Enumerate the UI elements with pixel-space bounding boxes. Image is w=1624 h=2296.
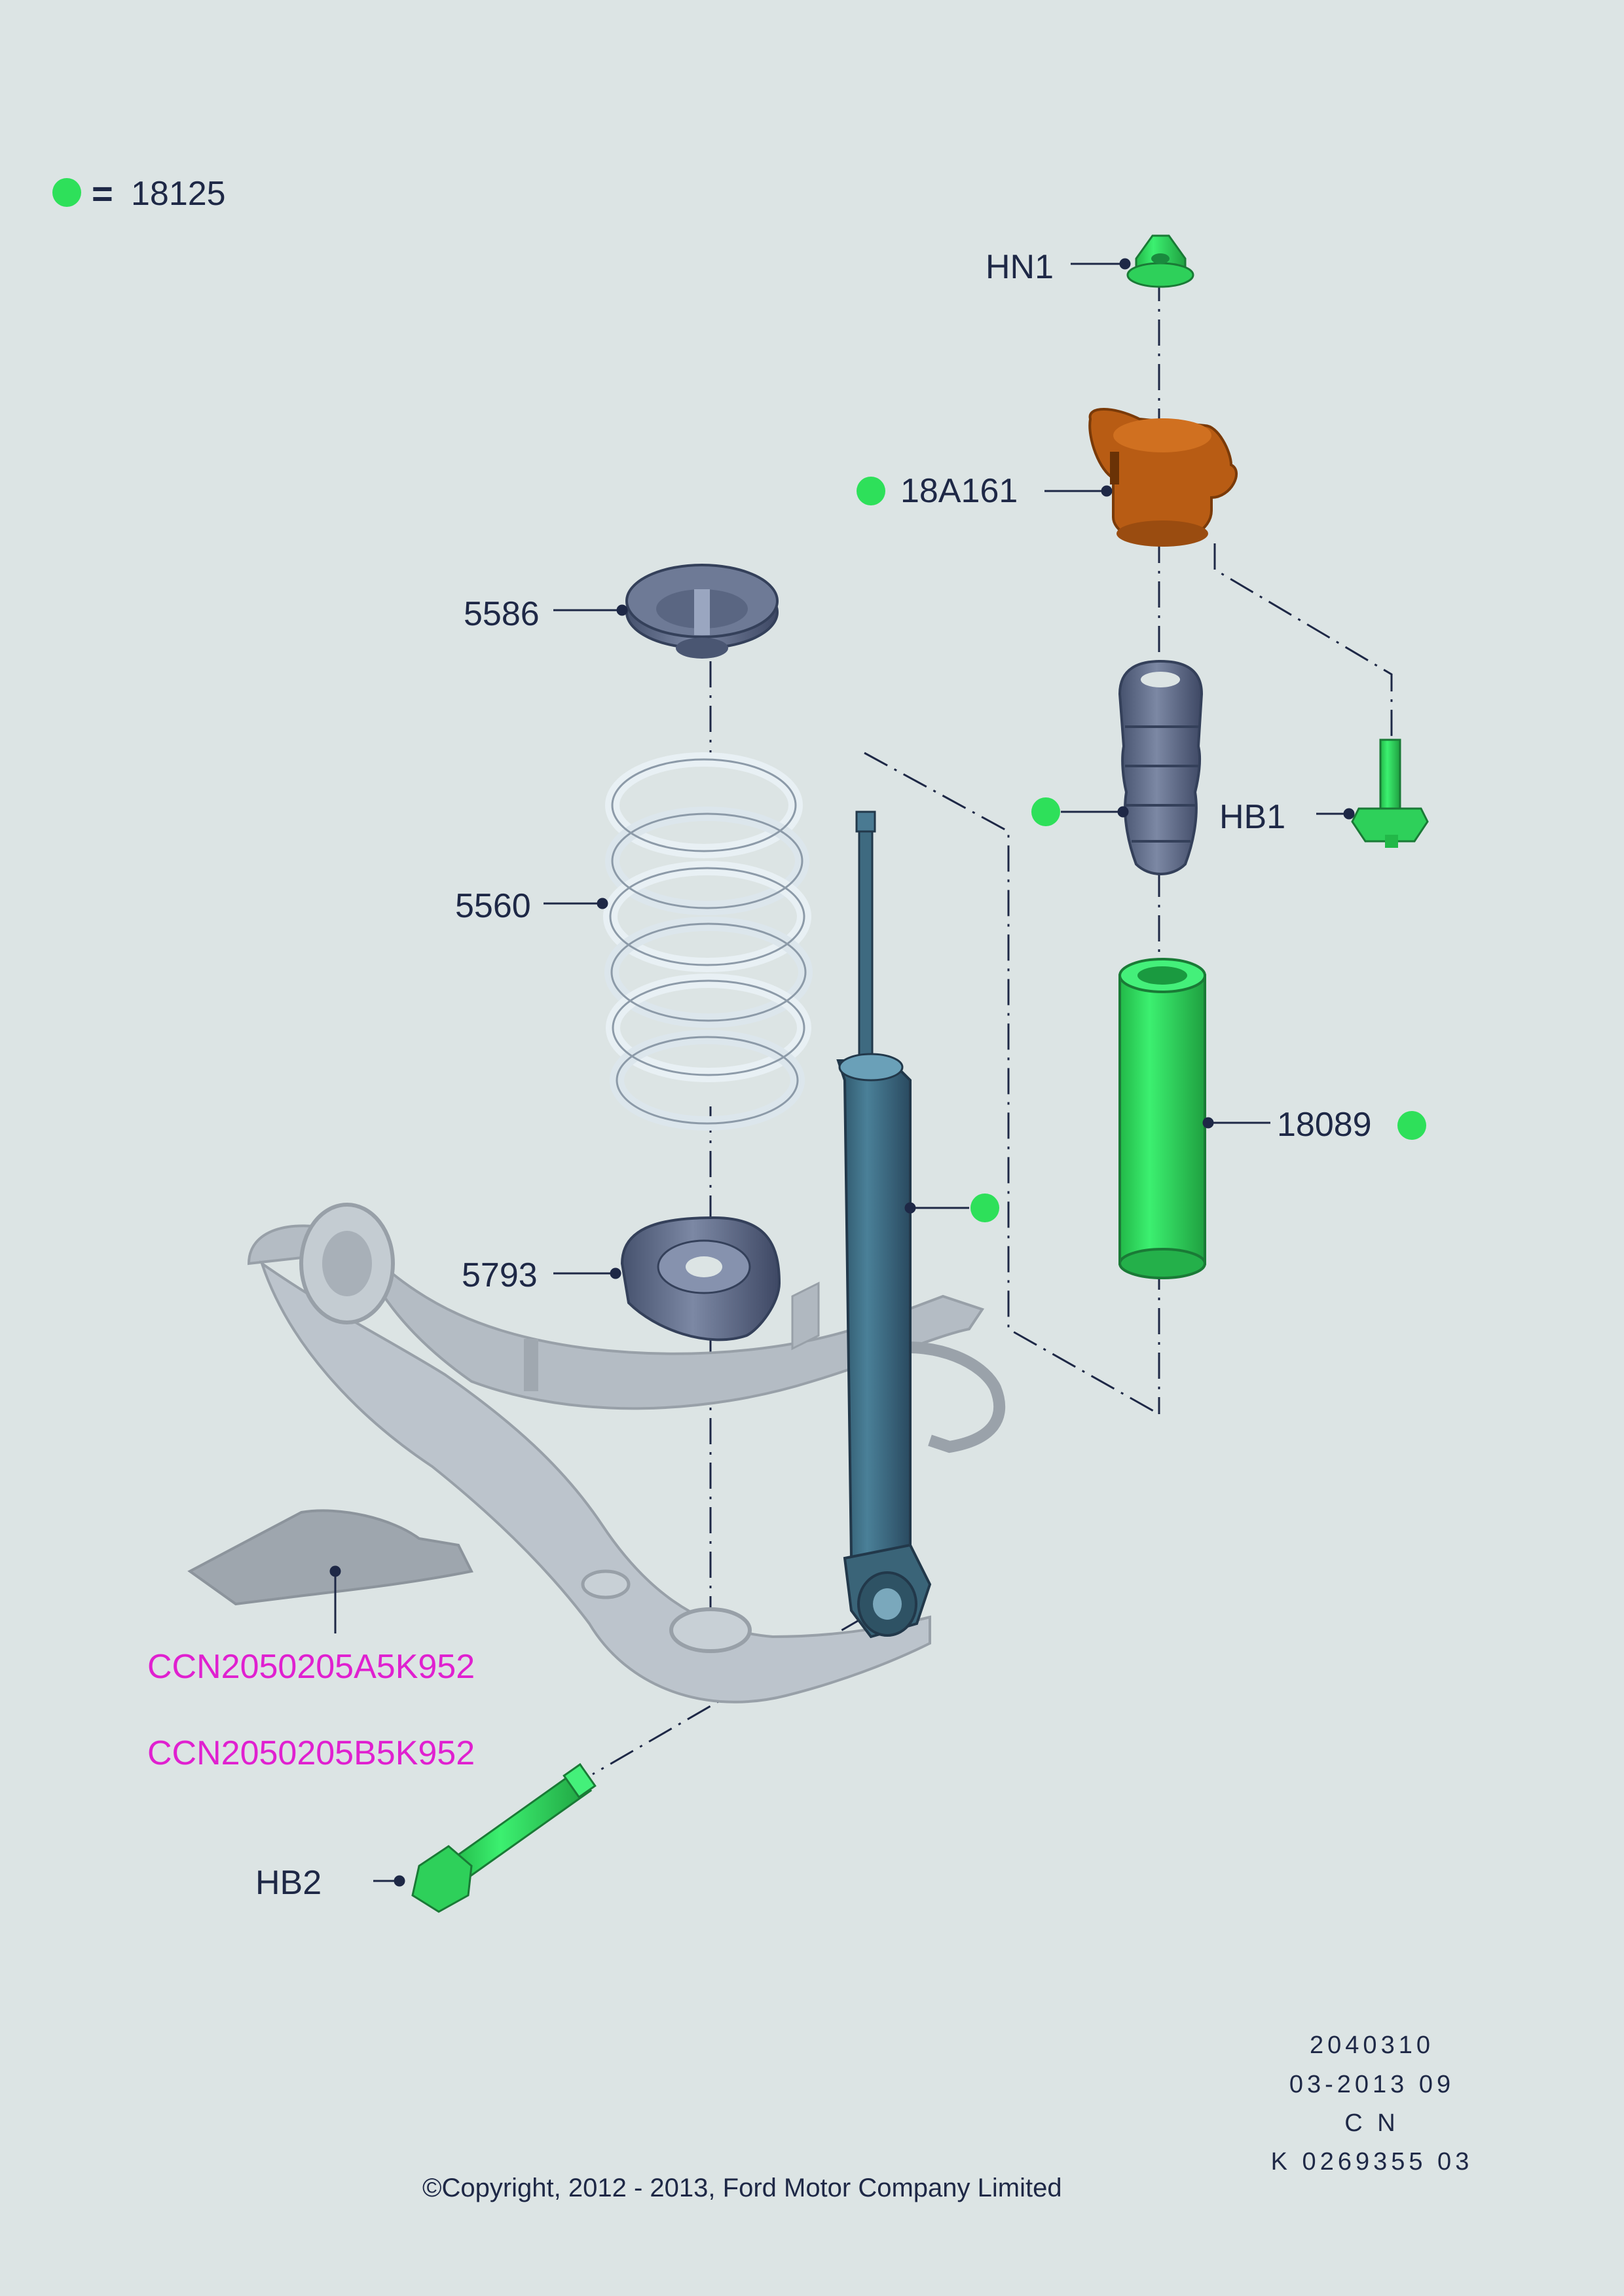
variant-arm-b[interactable]: CCN2050205B5K952: [147, 1734, 475, 1772]
legend-green-dot-icon: [52, 178, 81, 207]
bolt-hb2-graphic: [411, 1762, 597, 1913]
top-mount-graphic: [1088, 408, 1238, 547]
info-line-2: 03-2013 09: [1289, 2071, 1455, 2098]
callout-5560[interactable]: 5560: [455, 887, 531, 925]
callout-5793[interactable]: 5793: [462, 1256, 538, 1294]
lower-arm-graphic: [187, 1203, 1006, 1704]
callout-5586[interactable]: 5586: [464, 595, 540, 633]
callout-hb1[interactable]: HB1: [1219, 798, 1286, 836]
green-dot-boot-icon: [1397, 1111, 1426, 1140]
leader-lines: [329, 258, 1355, 1887]
coil-spring-graphic: [603, 752, 813, 1131]
upper-spring-seat-graphic: [625, 564, 779, 659]
legend-part-number[interactable]: 18125: [131, 175, 226, 213]
info-line-1: 2040310: [1310, 2032, 1434, 2059]
green-dot-shock-icon[interactable]: [970, 1194, 999, 1222]
dust-boot-graphic: [1118, 958, 1206, 1279]
variant-arm-a[interactable]: CCN2050205A5K952: [147, 1648, 475, 1686]
lower-spring-seat-graphic: [620, 1216, 781, 1341]
green-dot-mount-icon: [857, 477, 885, 505]
callout-hn1[interactable]: HN1: [986, 248, 1054, 286]
shock-absorber-graphic: [836, 811, 932, 1639]
bump-stop-graphic: [1118, 659, 1204, 875]
copyright-notice: ©Copyright, 2012 - 2013, Ford Motor Comp…: [422, 2174, 1062, 2202]
callout-hb2[interactable]: HB2: [255, 1864, 322, 1902]
legend-equals: =: [92, 173, 113, 214]
callout-18a161[interactable]: 18A161: [900, 472, 1018, 510]
info-line-4: K 0269355 03: [1270, 2148, 1473, 2176]
info-line-3: C N: [1344, 2109, 1399, 2137]
nut-graphic: [1126, 234, 1194, 288]
bolt-hb1-graphic: [1351, 738, 1429, 848]
green-dot-bump-stop-icon[interactable]: [1031, 797, 1060, 826]
callout-18089[interactable]: 18089: [1277, 1106, 1372, 1144]
